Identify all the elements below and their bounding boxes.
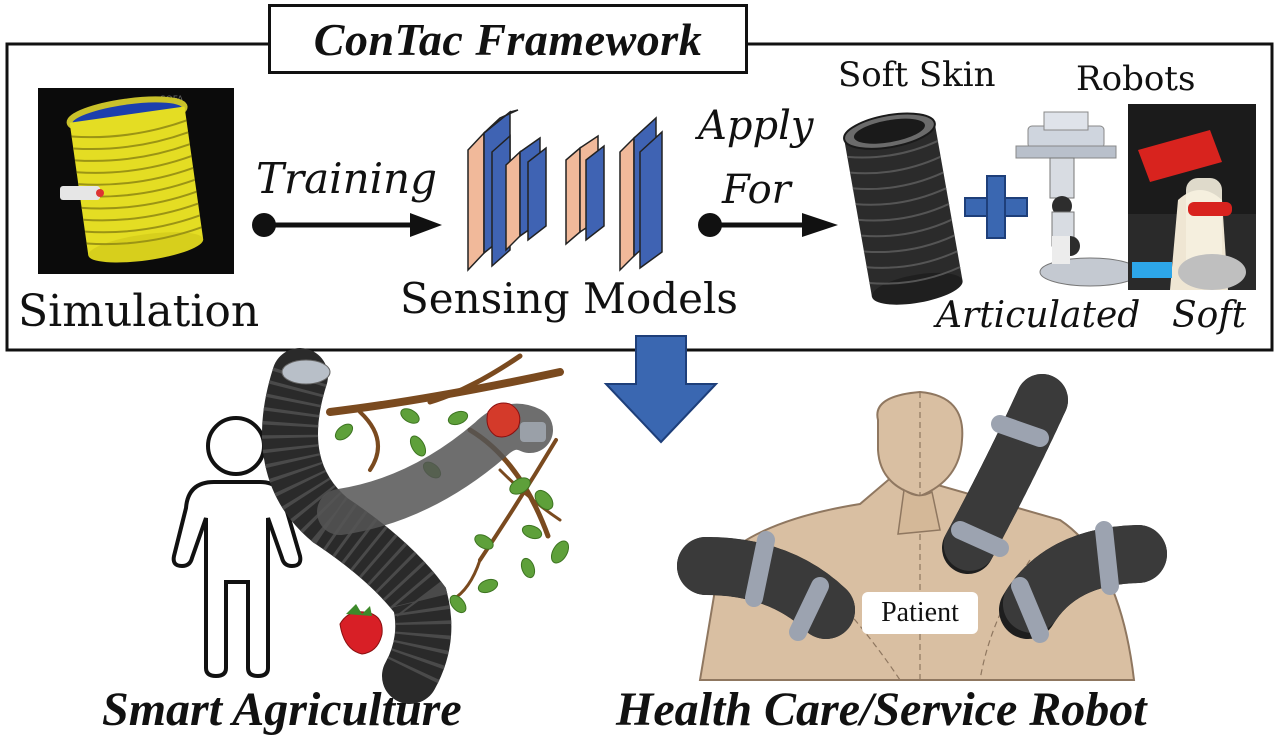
strawberry-icon xyxy=(339,402,521,655)
for-label: For xyxy=(722,167,791,213)
framework-title: ConTac Framework xyxy=(268,4,748,74)
cnn-sensing-models-icon xyxy=(467,109,663,272)
training-label: Training xyxy=(256,154,437,203)
sensing-models-label: Sensing Models xyxy=(400,274,738,323)
soft-robot-image xyxy=(1128,104,1256,290)
robots-label: Robots xyxy=(1076,59,1196,99)
soft-label: Soft xyxy=(1172,295,1247,336)
plus-icon xyxy=(964,175,1028,239)
soft-skin-label: Soft Skin xyxy=(838,55,996,95)
articulated-robot-image xyxy=(1015,111,1141,287)
down-arrow-icon xyxy=(603,335,719,444)
patient-label: Patient xyxy=(862,592,978,634)
simulation-image: SOFA xyxy=(38,88,234,274)
smart-agriculture-caption: Smart Agriculture xyxy=(102,683,462,736)
articulated-label: Articulated xyxy=(936,295,1141,336)
health-care-caption: Health Care/Service Robot xyxy=(616,683,1147,736)
training-arrow xyxy=(252,213,442,237)
leaves xyxy=(334,408,570,614)
patient-sleeve-arms xyxy=(677,374,1167,643)
apply-arrow xyxy=(698,213,838,237)
apply-label: Apply xyxy=(698,103,814,149)
simulation-label: Simulation xyxy=(18,286,260,337)
soft-skin-image xyxy=(843,112,963,305)
